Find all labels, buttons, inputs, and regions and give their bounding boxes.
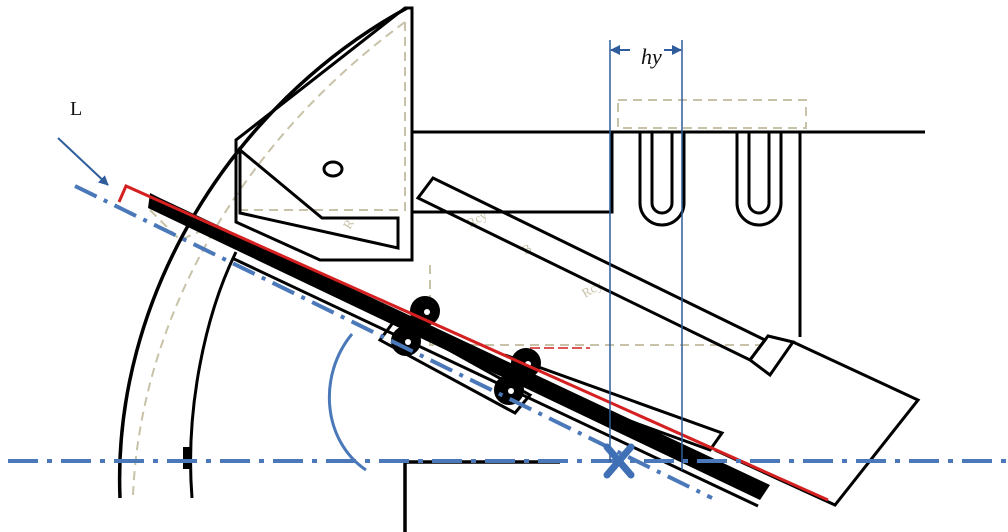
x-mark-icon — [603, 443, 635, 479]
axis-line-L — [74, 184, 713, 500]
pin-hole — [322, 160, 344, 178]
spring-slot-right — [735, 132, 783, 227]
arc-tick — [183, 447, 192, 469]
base-block — [403, 460, 560, 532]
clamp-jaw — [238, 146, 400, 250]
spring-slot-left — [638, 132, 686, 227]
frame-step — [412, 132, 614, 214]
inclined-upper-plate — [415, 176, 768, 362]
faint-text-marks: Rcy B Rcy R — [340, 207, 605, 301]
offset-label-hy: hy — [641, 44, 662, 69]
L-pointer-arrow — [57, 137, 109, 186]
angle-arc — [327, 333, 367, 472]
roller-carriage — [377, 318, 533, 415]
blade-edge-line — [231, 256, 759, 508]
line-label-L: L — [70, 98, 83, 120]
red-line — [117, 184, 829, 502]
plate-end-notch — [747, 334, 796, 378]
main-blade — [148, 193, 770, 500]
upper-clamp-block — [234, 6, 414, 262]
